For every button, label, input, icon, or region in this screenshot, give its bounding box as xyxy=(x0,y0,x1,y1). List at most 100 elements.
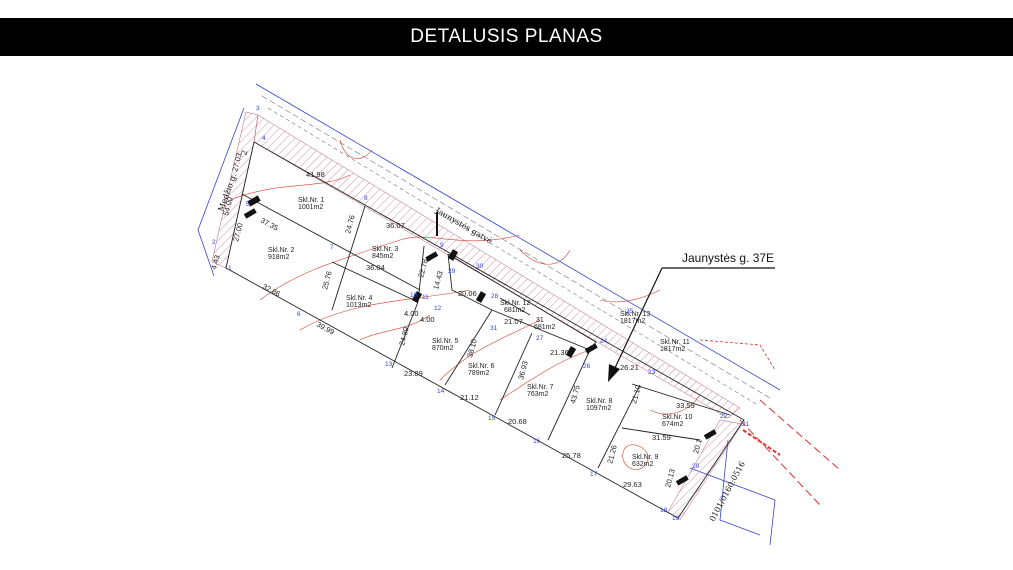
point-number: 17 xyxy=(590,471,598,478)
lot-area: 681m2 xyxy=(534,324,556,331)
dimension: 21.26 xyxy=(605,444,619,464)
lot-name: Skl.Nr. 5 xyxy=(432,338,459,345)
dimension: 14.43 xyxy=(431,270,445,290)
dimension: 21.12 xyxy=(460,393,479,402)
point-number: 22 xyxy=(720,413,728,420)
point-number: 10 xyxy=(410,292,418,299)
point-number: 23 xyxy=(648,369,656,376)
dimension: 39.99 xyxy=(315,320,336,337)
point-number: 1 xyxy=(228,265,232,272)
dimension: 38.10 xyxy=(465,338,479,358)
point-number: 9 xyxy=(440,242,444,249)
dimension: 31.59 xyxy=(652,433,671,442)
point-number: 2 xyxy=(212,239,216,246)
point-number: 18 xyxy=(660,507,668,514)
point-number: 30 xyxy=(476,263,484,270)
dimension: 4.00 xyxy=(404,309,419,318)
point-number: 31 xyxy=(490,325,498,332)
dimension: 24.89 xyxy=(397,326,411,346)
lot-name: Skl.Nr. 9 xyxy=(632,454,659,461)
dimension: 26.21 xyxy=(620,363,639,372)
dimension: 20.68 xyxy=(508,417,527,426)
point-number: 28 xyxy=(491,293,499,300)
lot-area: 1817m2 xyxy=(660,346,685,353)
point-number: 27 xyxy=(536,335,544,342)
terrain-contours xyxy=(229,139,701,470)
lot-name: Skl.Nr. 3 xyxy=(372,246,399,253)
dimension: 24.76 xyxy=(343,214,357,234)
lot-name: Skl.Nr. 13 xyxy=(620,311,650,318)
point-number: 25 xyxy=(626,308,634,315)
lot-labels: Skl.Nr. 1 1001m2 Skl.Nr. 2 918m2 Skl.Nr.… xyxy=(268,197,692,468)
page-title: DETALUSIS PLANAS xyxy=(0,18,1013,56)
point-number: 15 xyxy=(488,415,496,422)
dimension: 4.00 xyxy=(420,315,435,324)
lot-name: Skl.Nr. 2 xyxy=(268,247,295,254)
point-number: 4 xyxy=(262,135,266,142)
lot-area: 1001m2 xyxy=(298,204,323,211)
point-number: 7 xyxy=(330,244,334,251)
point-number: 21 xyxy=(742,421,750,428)
point-number: 8 xyxy=(364,195,368,202)
lot-name: Skl.Nr. 4 xyxy=(346,295,373,302)
dimension: 32.86 xyxy=(261,282,282,299)
dimension: 33.59 xyxy=(676,401,695,410)
entrance-markers xyxy=(243,195,717,486)
dimension: 20.1 xyxy=(691,438,703,454)
dimension: 4.43 xyxy=(209,254,221,270)
dimension: 20.06 xyxy=(458,289,477,298)
lot-area: 789m2 xyxy=(468,370,490,377)
point-number: 13 xyxy=(385,361,393,368)
point-number: 19 xyxy=(672,515,680,522)
lot-name: Skl.Nr. 11 xyxy=(660,339,690,346)
road-reserve-hatch xyxy=(253,114,741,419)
dimension: 29.63 xyxy=(623,480,642,489)
point-number: 29 xyxy=(448,268,456,275)
point-number: 14 xyxy=(437,388,445,395)
point-numbers: 1 2 3 4 5 6 7 8 9 10 11 12 13 14 15 16 1… xyxy=(212,105,750,522)
lot-area: 845m2 xyxy=(372,253,394,260)
lot-boundaries xyxy=(225,141,745,519)
point-number: 12 xyxy=(434,305,442,312)
lot-area: 1817m2 xyxy=(620,318,645,325)
lot-name: Skl.Nr. 8 xyxy=(586,398,613,405)
dimension: 23.89 xyxy=(404,369,423,378)
point-number: 5 xyxy=(246,201,250,208)
point-number: 24 xyxy=(600,338,608,345)
lot-area: 870m2 xyxy=(432,345,454,352)
lot-area: 763m2 xyxy=(527,391,549,398)
lot-name: Skl.Nr. 6 xyxy=(468,363,495,370)
dimension: 21.36 xyxy=(550,348,569,357)
dimension: 43.75 xyxy=(568,384,582,404)
dimension: 36.07 xyxy=(386,221,405,230)
dimension: 21.07 xyxy=(504,317,523,326)
lot-area: 918m2 xyxy=(268,254,290,261)
dimension: 25.78 xyxy=(562,451,581,460)
lot-area: 674m2 xyxy=(662,421,684,428)
lot-name: Skl.Nr. 7 xyxy=(527,384,554,391)
dimension: 22.78 xyxy=(416,258,430,278)
point-number: 20 xyxy=(692,463,700,470)
side-street-number: 2 xyxy=(239,149,249,157)
lot-area: 681m2 xyxy=(504,307,526,314)
lot-area: 1097m2 xyxy=(586,405,611,412)
dimension: 21.10 xyxy=(629,384,643,404)
side-street-hatch xyxy=(211,111,259,269)
lot-name: 31 xyxy=(536,317,544,324)
point-number: 6 xyxy=(297,311,301,318)
point-number: 26 xyxy=(583,363,591,370)
road-boundary-lines xyxy=(197,83,841,546)
point-number: 3 xyxy=(256,105,260,112)
dimension: 37.35 xyxy=(259,216,280,233)
dimension: 41.98 xyxy=(306,170,325,179)
point-number: 16 xyxy=(533,438,541,445)
road-number: 0101/0160:0516 xyxy=(708,460,747,523)
lot-name: Skl.Nr. 1 xyxy=(298,197,325,204)
dimension: 20.13 xyxy=(663,468,677,488)
lot-area: 1013m2 xyxy=(346,302,371,309)
lot-area: 632m2 xyxy=(632,461,654,468)
dimension: 36.04 xyxy=(366,263,385,272)
point-number: 11 xyxy=(422,294,429,301)
callout-label: Jaunystės g. 37E xyxy=(682,251,774,265)
